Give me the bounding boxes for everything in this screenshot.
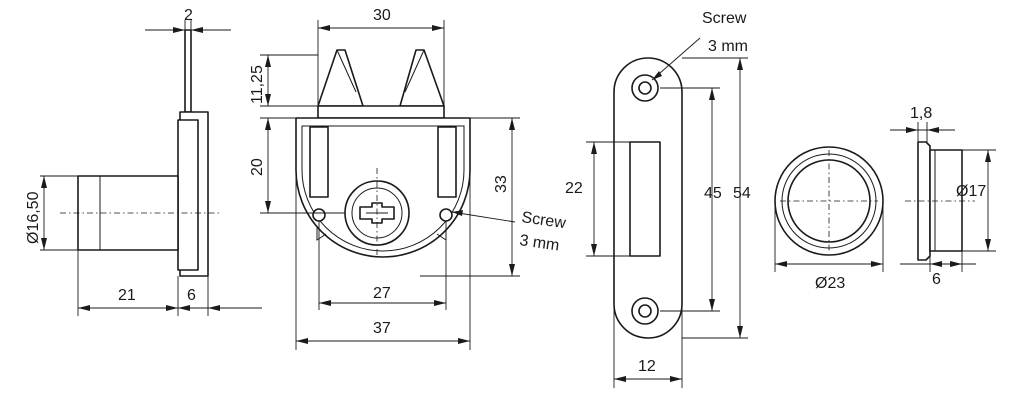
dim-2-arrow-left (173, 27, 185, 33)
dim-54-arrow-top (737, 58, 743, 70)
side-view: 2 Ø16,50 21 6 (25, 7, 262, 316)
dim-37-label: 37 (373, 320, 391, 337)
dim-6r-label: 6 (932, 271, 941, 288)
front-screw-hole-left (312, 208, 326, 222)
strike-plate-view: 22 45 54 12 Screw 3 mm (565, 10, 751, 388)
dim-23-label: Ø23 (815, 275, 845, 292)
front-view: 30 11,25 20 33 27 37 (249, 7, 567, 350)
ring-side-view: 1,8 Ø17 6 (890, 105, 996, 288)
dim-21-arrow-right (166, 305, 178, 311)
dim-45-arrow-top (709, 88, 715, 100)
dim-6-label: 6 (187, 287, 196, 304)
strike-hole-top-inner (638, 81, 652, 95)
dim-12-label: 12 (638, 358, 656, 375)
dim-20-label: 20 (249, 158, 266, 176)
screw-size-strike: 3 mm (708, 38, 748, 55)
dim-37-arrow-left (296, 338, 308, 344)
dim-1125-arrow-bottom (265, 94, 271, 106)
dim-54-label: 54 (733, 185, 751, 202)
dim-12-arrow-right (670, 376, 682, 382)
screw-leader-front (451, 211, 516, 223)
dim-18-arrow-right (927, 127, 939, 133)
dim-2-label: 2 (184, 7, 193, 24)
dim-27-label: 27 (373, 285, 391, 302)
dim-22-label: 22 (565, 180, 583, 197)
dim-45-arrow-bottom (709, 299, 715, 311)
dim-33-arrow-bottom (509, 264, 515, 276)
dim-22-arrow-bottom (591, 244, 597, 256)
front-bolt-right-finger (399, 49, 445, 107)
dim-dia-label: Ø16,50 (25, 191, 42, 244)
dim-37-arrow-right (458, 338, 470, 344)
screw-label-strike: Screw (702, 10, 747, 27)
dim-12-arrow-left (614, 376, 626, 382)
dim-27-arrow-left (319, 300, 331, 306)
dim-20-arrow-top (265, 118, 271, 130)
dim-6r-arrow-left (930, 261, 942, 267)
dim-21-label: 21 (118, 287, 136, 304)
dim-27-arrow-right (434, 300, 446, 306)
dim-33-label: 33 (493, 175, 510, 193)
side-body (177, 119, 199, 271)
front-mark-left (316, 228, 327, 241)
dim-45-label: 45 (704, 185, 722, 202)
front-bolt-bar (317, 105, 445, 119)
dim-2-arrow-right (191, 27, 203, 33)
screw-leader-strike-arrow (652, 71, 662, 80)
screw-size-front: 3 mm (518, 232, 560, 254)
front-screw-hole-right (439, 208, 453, 222)
dim-dia-arrow-top (41, 176, 47, 188)
dim-18-label: 1,8 (910, 105, 932, 122)
dim-30-arrow-right (432, 25, 444, 31)
dim-1125-label: 11,25 (249, 65, 266, 104)
dim-22-arrow-top (591, 142, 597, 154)
dim-dia-arrow-bottom (41, 238, 47, 250)
dim-6r-arrow-right (950, 261, 962, 267)
front-slot-left (309, 126, 329, 198)
dim-1125-arrow-top (265, 55, 271, 67)
strike-hole-bottom-inner (638, 304, 652, 318)
dim-17-label: Ø17 (956, 183, 986, 200)
dim-33-arrow-top (509, 118, 515, 130)
dim-21-arrow-left (78, 305, 90, 311)
dim-20-arrow-bottom (265, 201, 271, 213)
dim-18-arrow-left (906, 127, 918, 133)
screw-label-front: Screw (520, 209, 567, 232)
strike-slot (629, 141, 661, 257)
dim-30-arrow-left (318, 25, 330, 31)
front-bolt-left-bevel (336, 49, 357, 93)
screw-leader-front-arrow (452, 210, 463, 216)
dim-6-arrow-right (208, 305, 220, 311)
dim-23-arrow-left (775, 261, 787, 267)
dim-30-label: 30 (373, 7, 391, 24)
side-bolt (184, 29, 192, 113)
ring-front-view: Ø23 (774, 146, 884, 292)
dim-17-arrow-bottom (985, 239, 991, 251)
dim-54-arrow-bottom (737, 326, 743, 338)
dim-23-arrow-right (871, 261, 883, 267)
front-slot-right (437, 126, 457, 198)
front-bolt-right-bevel (404, 49, 425, 93)
dim-17-arrow-top (985, 150, 991, 162)
front-housing-inner (301, 125, 465, 252)
dim-6-arrow-left (178, 305, 190, 311)
